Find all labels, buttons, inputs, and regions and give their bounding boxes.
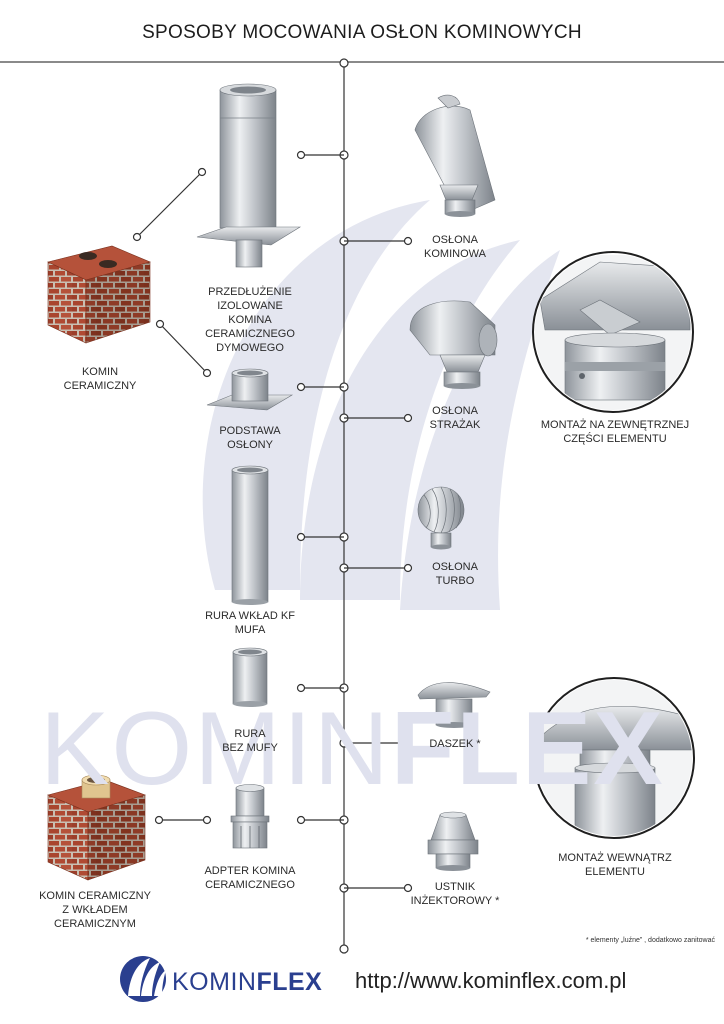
watermark-right: FLEX	[390, 691, 665, 807]
label-chimney-cowl: OSŁONA KOMINOWA	[424, 234, 486, 260]
chimney-cowl-illustration	[414, 94, 496, 217]
label-pipe-no-socket: RURA BEZ MUFY	[222, 728, 278, 754]
ceramic-chimney-illustration	[47, 245, 151, 344]
label-injector: USTNIK INŻEKTOROWY *	[410, 881, 500, 907]
watermark-left: KOMIN	[40, 691, 391, 807]
connectors	[132, 150, 413, 893]
detail-internal-illustration	[533, 677, 695, 839]
label-ceramic-chimney-liner: KOMIN CERAMICZNY Z WKŁADEM CERAMICZNYM	[39, 890, 151, 930]
pipe-socket-illustration	[231, 465, 269, 605]
label-turbo-cowl: OSŁONA TURBO	[432, 561, 478, 587]
firefighter-cowl-illustration	[409, 300, 498, 389]
adapter-illustration	[230, 784, 270, 849]
pipe-no-socket-illustration	[232, 647, 268, 707]
base-plate-illustration	[206, 368, 294, 411]
label-ceramic-chimney: KOMIN CERAMICZNY	[63, 366, 137, 392]
footnote: * elementy „luźne” , dodatkowo zanitować	[585, 937, 715, 944]
injector-nozzle-illustration	[427, 811, 479, 871]
brand-logo-mark	[120, 956, 166, 1002]
detail-external-illustration	[532, 251, 694, 413]
label-adapter: ADPTER KOMINA CERAMICZNEGO	[204, 865, 296, 891]
label-rain-cap: DASZEK *	[429, 738, 481, 750]
website-link[interactable]: http://www.kominflex.com.pl	[355, 968, 627, 993]
brand-bold: FLEX	[256, 968, 323, 996]
insulated-extension-illustration	[196, 83, 302, 268]
ceramic-chimney-liner-illustration	[47, 774, 146, 881]
label-internal-mount: MONTAŻ WEWNĄTRZ ELEMENTU	[558, 852, 672, 878]
turbo-cowl-illustration	[417, 486, 465, 550]
rain-cap-illustration	[417, 682, 491, 728]
label-base-plate: PODSTAWA OSŁONY	[219, 425, 281, 451]
label-insulated-extension: PRZEDŁUŻENIE IZOLOWANE KOMINA CERAMICZNE…	[205, 286, 295, 354]
brand-light: KOMIN	[172, 968, 257, 996]
label-pipe-socket: RURA WKŁAD KF MUFA	[205, 610, 295, 636]
label-firefighter-cowl: OSŁONA STRAŻAK	[429, 405, 481, 431]
label-external-mount: MONTAŻ NA ZEWNĘTRZNEJ CZĘŚCI ELEMENTU	[540, 419, 690, 445]
brand-name: KOMINFLEX	[172, 968, 322, 997]
page-title: SPOSOBY MOCOWANIA OSŁON KOMINOWYCH	[142, 22, 582, 43]
watermark-text: KOMINFLEX	[40, 690, 665, 809]
